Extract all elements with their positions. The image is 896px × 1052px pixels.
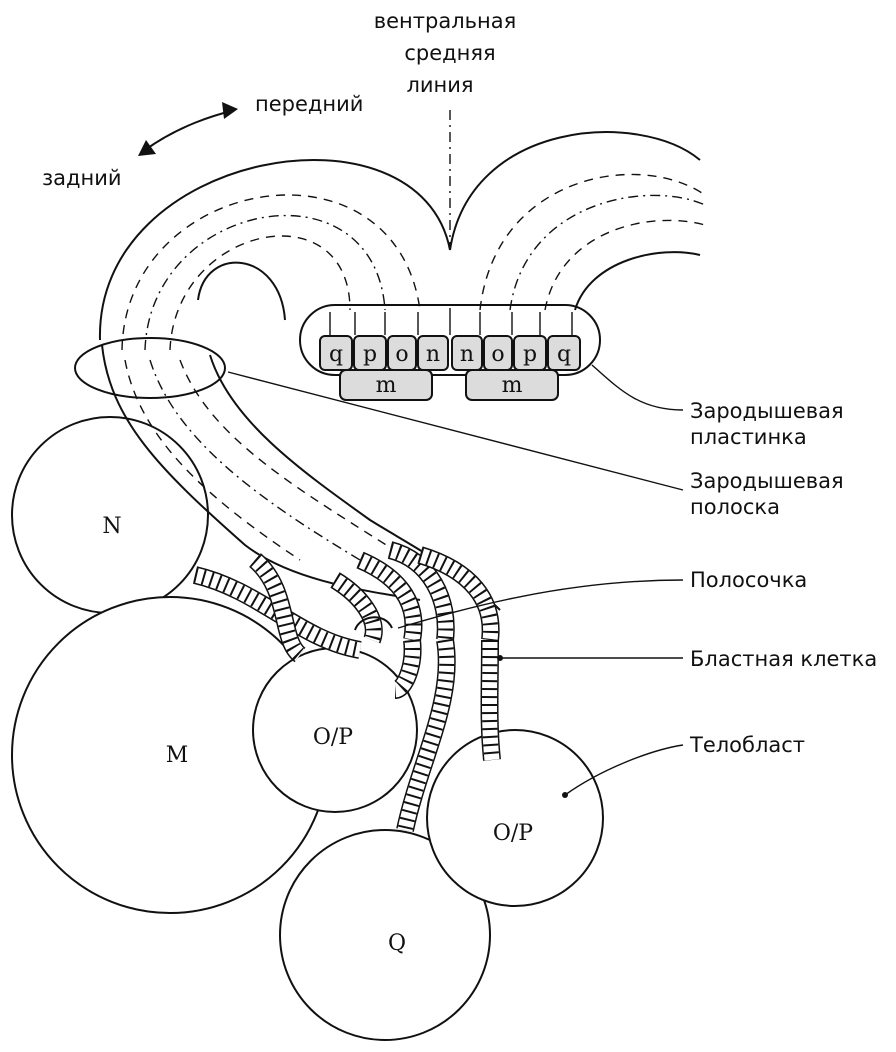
svg-text:Зародышевая: Зародышевая bbox=[690, 399, 844, 423]
germinal-band-section-ring bbox=[75, 338, 225, 398]
plate-cell-right-q: q bbox=[548, 336, 580, 370]
svg-text:Зародышевая: Зародышевая bbox=[690, 469, 844, 493]
germinal-band-right-arch bbox=[450, 132, 705, 310]
plate-cell-mesoderm-left: m bbox=[340, 370, 432, 400]
teloblast-OP-right-circle bbox=[427, 730, 603, 906]
teloblast-M-label: M bbox=[166, 743, 189, 768]
bandlet-label: Полосочка bbox=[690, 568, 807, 592]
axis-arrow bbox=[138, 102, 238, 156]
svg-text:m: m bbox=[502, 373, 523, 398]
germinal-plate-leader bbox=[592, 365, 683, 410]
germinal-plate-separators bbox=[330, 308, 572, 335]
plate-cell-right-p: p bbox=[514, 336, 546, 370]
germinal-band-leader bbox=[228, 372, 683, 490]
svg-text:q: q bbox=[557, 342, 571, 367]
svg-text:o: o bbox=[395, 342, 408, 367]
svg-text:q: q bbox=[329, 342, 343, 367]
svg-text:вентральная: вентральная bbox=[374, 9, 517, 33]
svg-text:p: p bbox=[523, 342, 537, 367]
svg-text:n: n bbox=[460, 342, 474, 367]
blast-cell-label: Бластная клетка bbox=[690, 647, 877, 671]
plate-cell-left-q: q bbox=[320, 336, 352, 370]
posterior-label: задний bbox=[42, 166, 122, 190]
teloblast-OP-right-label: O/P bbox=[493, 821, 533, 846]
svg-text:пластинка: пластинка bbox=[690, 425, 807, 449]
plate-cell-left-n: n bbox=[418, 336, 448, 370]
plate-cell-right-n: n bbox=[452, 336, 482, 370]
svg-text:m: m bbox=[376, 373, 397, 398]
svg-text:o: o bbox=[491, 342, 504, 367]
germinal-band-label: Зародышевая полоска bbox=[690, 469, 844, 519]
plate-cell-left-o: o bbox=[388, 336, 416, 370]
germinal-band-left-arch bbox=[100, 160, 450, 350]
svg-text:p: p bbox=[363, 342, 377, 367]
blast-cell-pointer-dot bbox=[497, 655, 503, 661]
teloblast-Q-label: Q bbox=[388, 931, 406, 956]
svg-text:средняя: средняя bbox=[404, 41, 495, 65]
plate-cell-left-p: p bbox=[354, 336, 386, 370]
svg-text:линия: линия bbox=[406, 73, 473, 97]
plate-cell-mesoderm-right: m bbox=[466, 370, 558, 400]
teloblast-OP-left-label: O/P bbox=[313, 725, 353, 750]
anterior-label: передний bbox=[255, 92, 363, 116]
svg-text:n: n bbox=[426, 342, 440, 367]
germinal-plate-label: Зародышевая пластинка bbox=[690, 399, 844, 449]
teloblast-label: Телобласт bbox=[689, 733, 805, 757]
teloblast-N-label: N bbox=[102, 514, 121, 539]
ventral-midline-label: вентральная средняя линия bbox=[374, 9, 517, 97]
svg-text:полоска: полоска bbox=[690, 495, 780, 519]
teloblast-pointer-dot bbox=[562, 792, 568, 798]
plate-cell-right-o: o bbox=[484, 336, 512, 370]
